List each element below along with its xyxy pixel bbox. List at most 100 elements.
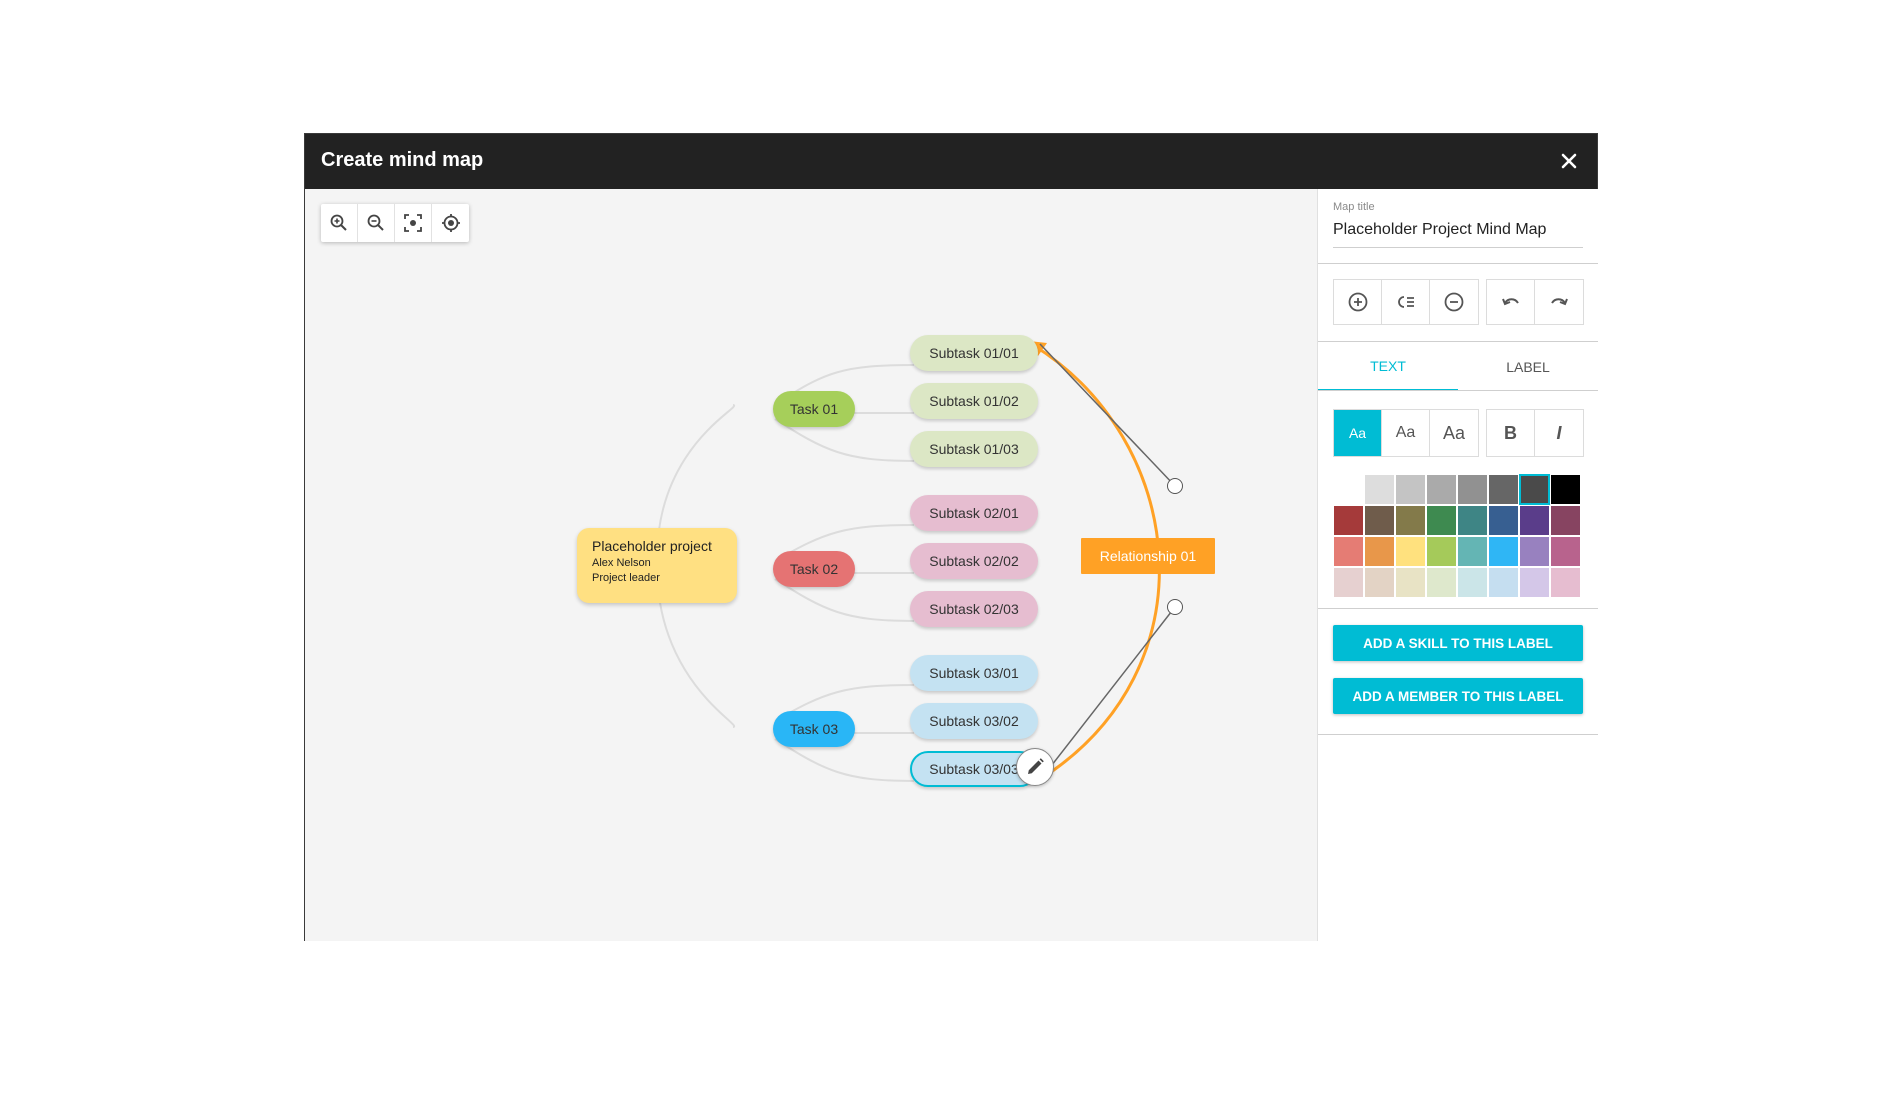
undo-icon [1501, 298, 1519, 306]
link-root-task01 [656, 404, 736, 560]
relationship-control-handle[interactable] [1167, 478, 1183, 494]
map-title-input[interactable]: Placeholder Project Mind Map [1333, 221, 1583, 248]
subtask-node-label: Subtask 03/01 [929, 665, 1019, 681]
color-swatch[interactable] [1488, 474, 1519, 505]
task-node-label: Task 01 [789, 401, 839, 417]
color-swatch[interactable] [1395, 505, 1426, 536]
subtask-node-selected[interactable]: Subtask 03/03 [910, 751, 1038, 787]
color-swatch[interactable] [1364, 536, 1395, 567]
font-size-group: Aa Aa Aa [1333, 409, 1479, 457]
subtask-node[interactable]: Subtask 02/01 [910, 495, 1038, 531]
map-title-field[interactable]: Map title Placeholder Project Mind Map [1333, 201, 1583, 248]
mind-map-canvas[interactable]: Placeholder project Alex Nelson Project … [305, 189, 1317, 941]
color-swatch[interactable] [1550, 505, 1581, 536]
color-swatch[interactable] [1550, 474, 1581, 505]
color-swatch[interactable] [1519, 567, 1550, 598]
add-node-button[interactable] [1334, 280, 1382, 324]
divider [1318, 390, 1598, 391]
tab-text[interactable]: TEXT [1318, 342, 1458, 391]
zoom-out-icon [367, 214, 384, 231]
zoom-out-button[interactable] [358, 204, 395, 242]
divider [1318, 263, 1598, 264]
zoom-toolbar [321, 204, 469, 242]
subtask-node[interactable]: Subtask 02/02 [910, 543, 1038, 579]
dialog-titlebar: Create mind map [305, 134, 1597, 189]
target-icon [441, 214, 460, 232]
color-swatch[interactable] [1395, 536, 1426, 567]
subtask-node[interactable]: Subtask 03/02 [910, 703, 1038, 739]
undo-button[interactable] [1487, 280, 1535, 324]
add-member-button[interactable]: ADD A MEMBER TO THIS LABEL [1333, 678, 1583, 714]
mind-map-dialog: Create mind map [304, 133, 1598, 941]
color-swatch[interactable] [1364, 474, 1395, 505]
color-swatch[interactable] [1457, 536, 1488, 567]
color-swatch[interactable] [1333, 505, 1364, 536]
task-node[interactable]: Task 01 [773, 391, 855, 427]
subtask-node[interactable]: Subtask 01/01 [910, 335, 1038, 371]
control-line-top [1039, 343, 1176, 487]
subtask-node-label: Subtask 01/03 [929, 441, 1019, 457]
link-task01-sub03 [774, 418, 915, 462]
relationship-label[interactable]: Relationship 01 [1081, 538, 1215, 574]
remove-node-button[interactable] [1430, 280, 1478, 324]
edit-node-button[interactable] [1016, 748, 1054, 786]
subtask-node[interactable]: Subtask 01/02 [910, 383, 1038, 419]
task-node[interactable]: Task 02 [773, 551, 855, 587]
root-node-title: Placeholder project [592, 538, 712, 554]
italic-button[interactable]: I [1535, 410, 1583, 456]
color-swatch[interactable] [1426, 505, 1457, 536]
subtask-node-label: Subtask 02/03 [929, 601, 1019, 617]
add-skill-button[interactable]: ADD A SKILL TO THIS LABEL [1333, 625, 1583, 661]
subtask-node[interactable]: Subtask 03/01 [910, 655, 1038, 691]
center-view-button[interactable] [432, 204, 469, 242]
redo-button[interactable] [1535, 280, 1583, 324]
color-swatch[interactable] [1333, 536, 1364, 567]
color-swatch[interactable] [1364, 567, 1395, 598]
color-swatch[interactable] [1364, 505, 1395, 536]
close-icon[interactable] [1555, 147, 1583, 175]
zoom-in-button[interactable] [321, 204, 358, 242]
color-swatch[interactable] [1457, 474, 1488, 505]
font-size-medium-button[interactable]: Aa [1382, 410, 1430, 456]
font-size-large-button[interactable]: Aa [1430, 410, 1478, 456]
color-swatch[interactable] [1457, 505, 1488, 536]
subtask-node-label: Subtask 02/02 [929, 553, 1019, 569]
subtask-node-label: Subtask 01/01 [929, 345, 1019, 361]
color-swatch[interactable] [1519, 474, 1550, 505]
color-swatch[interactable] [1519, 505, 1550, 536]
redo-icon [1551, 298, 1568, 306]
tab-label[interactable]: LABEL [1506, 358, 1550, 375]
minus-circle-icon [1444, 292, 1464, 312]
add-relationship-button[interactable] [1382, 280, 1430, 324]
task-node-label: Task 03 [789, 721, 839, 737]
font-style-group: B I [1486, 409, 1584, 457]
subtask-node[interactable]: Subtask 02/03 [910, 591, 1038, 627]
task-node[interactable]: Task 03 [773, 711, 855, 747]
font-size-small-button[interactable]: Aa [1334, 410, 1382, 456]
color-swatch[interactable] [1333, 567, 1364, 598]
color-swatch[interactable] [1519, 536, 1550, 567]
color-swatch[interactable] [1426, 536, 1457, 567]
color-swatch[interactable] [1333, 474, 1364, 505]
color-palette [1333, 474, 1581, 598]
color-swatch[interactable] [1457, 567, 1488, 598]
bold-button[interactable]: B [1487, 410, 1535, 456]
root-node[interactable]: Placeholder project Alex Nelson Project … [577, 528, 737, 603]
color-swatch[interactable] [1488, 536, 1519, 567]
link-task03-sub03 [774, 738, 915, 782]
color-swatch[interactable] [1550, 536, 1581, 567]
dialog-title: Create mind map [321, 149, 484, 171]
node-tools-group [1333, 279, 1479, 325]
relationship-control-handle[interactable] [1167, 599, 1183, 615]
color-swatch[interactable] [1395, 474, 1426, 505]
color-swatch[interactable] [1550, 567, 1581, 598]
subtask-node[interactable]: Subtask 01/03 [910, 431, 1038, 467]
fit-to-screen-button[interactable] [395, 204, 432, 242]
color-swatch[interactable] [1488, 505, 1519, 536]
color-swatch[interactable] [1395, 567, 1426, 598]
color-swatch[interactable] [1426, 567, 1457, 598]
panel-tabs: TEXT LABEL [1318, 342, 1598, 391]
root-node-role: Project leader [592, 572, 660, 584]
color-swatch[interactable] [1426, 474, 1457, 505]
color-swatch[interactable] [1488, 567, 1519, 598]
